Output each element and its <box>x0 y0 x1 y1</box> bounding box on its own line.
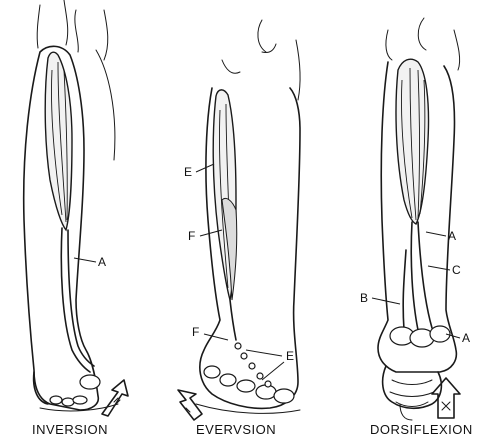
label-c: C <box>452 263 461 277</box>
label-f-lower: F <box>192 325 199 339</box>
label-e-lower: E <box>286 349 294 363</box>
figure-dorsiflexion: A C B A DORSIFLEXION <box>360 18 473 437</box>
muscle-tibialis-anterior <box>396 59 429 224</box>
dorsiflexion-arrow-icon <box>432 378 460 418</box>
figure-eversion: E F F E EVERVSION <box>178 20 300 437</box>
inversion-arrow-icon <box>102 380 128 416</box>
caption-eversion: EVERVSION <box>196 422 276 437</box>
label-f-upper: F <box>188 229 195 243</box>
caption-dorsiflexion: DORSIFLEXION <box>370 422 473 437</box>
label-e-upper: E <box>184 165 192 179</box>
label-a: A <box>98 255 106 269</box>
label-b: B <box>360 291 368 305</box>
figure-inversion: A INVERSION <box>24 0 128 437</box>
label-a-lower: A <box>462 331 470 345</box>
label-a-upper: A <box>448 229 456 243</box>
caption-inversion: INVERSION <box>32 422 108 437</box>
